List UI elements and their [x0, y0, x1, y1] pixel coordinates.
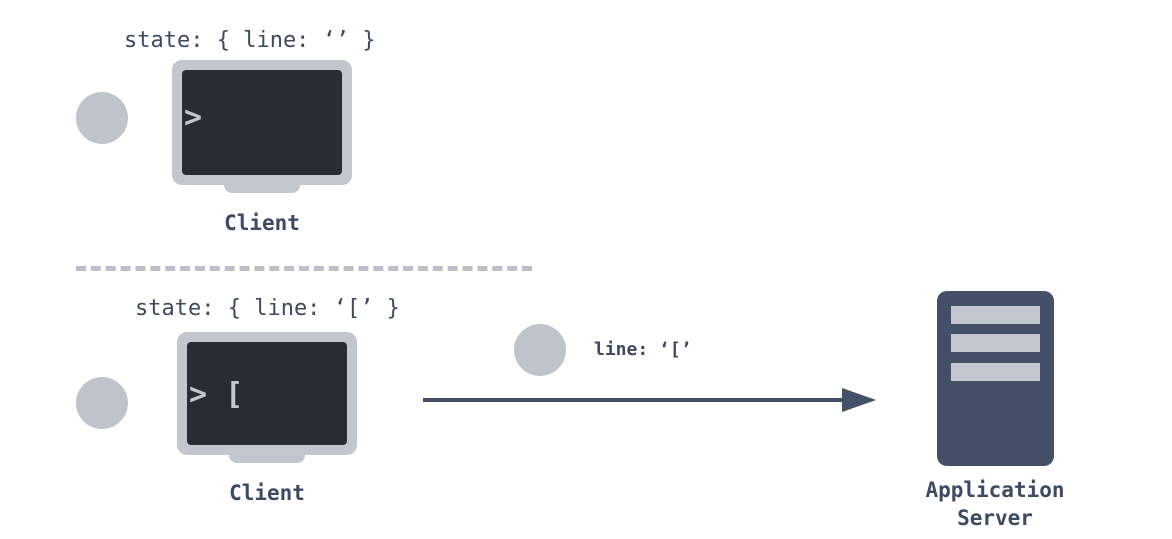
request-arrow-head [842, 388, 876, 412]
bottom-state-label: state: { line: ‘[’ } [135, 296, 400, 321]
divider [76, 266, 532, 271]
bottom-status-dot [76, 377, 128, 429]
top-state-label: state: { line: ‘’ } [124, 28, 376, 53]
top-monitor-stand [224, 185, 300, 193]
message-dot [514, 324, 566, 376]
server-caption-line2: Server [957, 506, 1033, 530]
bottom-client-monitor-icon: > [ [177, 332, 357, 463]
top-status-dot [76, 92, 128, 144]
server-slot-2 [951, 334, 1040, 352]
server-slot-1 [951, 306, 1040, 324]
server-icon [937, 291, 1054, 466]
server-caption-line1: Application [925, 478, 1065, 502]
message-label: line: ‘[’ [594, 339, 692, 360]
top-client-monitor-icon: > [172, 60, 352, 193]
bottom-client-caption: Client [229, 481, 305, 505]
request-arrow [423, 388, 876, 412]
top-client-screen: > [182, 70, 342, 175]
top-screen-prompt: > [184, 100, 203, 135]
bottom-screen-prompt: > [ [189, 377, 244, 412]
bottom-client-screen: > [ [187, 342, 347, 445]
top-client-caption: Client [224, 211, 300, 235]
server-slot-3 [951, 363, 1040, 381]
bottom-monitor-stand [229, 455, 305, 463]
